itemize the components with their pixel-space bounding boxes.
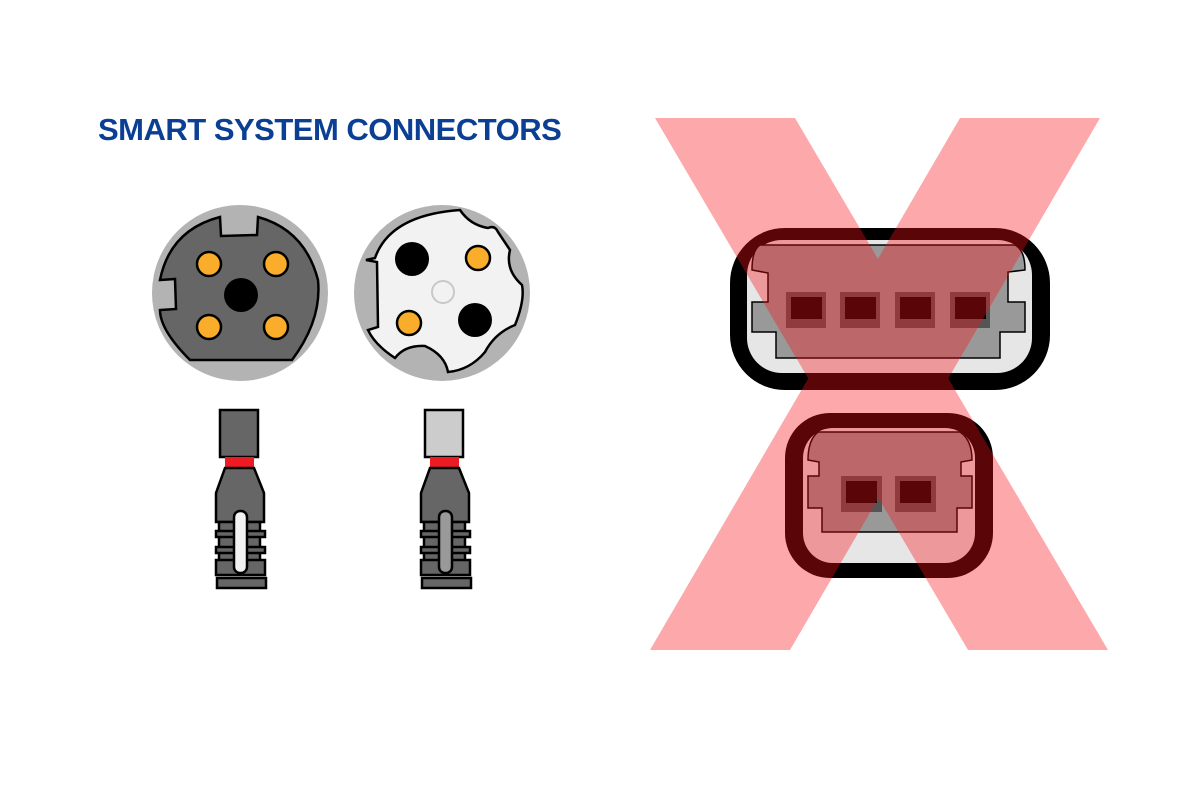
- smart-connector-light-face: [354, 205, 530, 381]
- not-compatible-cross-icon: [650, 118, 1108, 650]
- page-title: SMART SYSTEM CONNECTORS: [98, 112, 562, 147]
- smart-plug-light-side: [419, 408, 473, 590]
- smart-plug-dark-side: [214, 408, 268, 590]
- pin-slots: [786, 292, 990, 328]
- smart-connector-dark-face: [152, 205, 328, 381]
- four-pin-connector: [730, 228, 1050, 390]
- two-pin-connector: [785, 413, 993, 578]
